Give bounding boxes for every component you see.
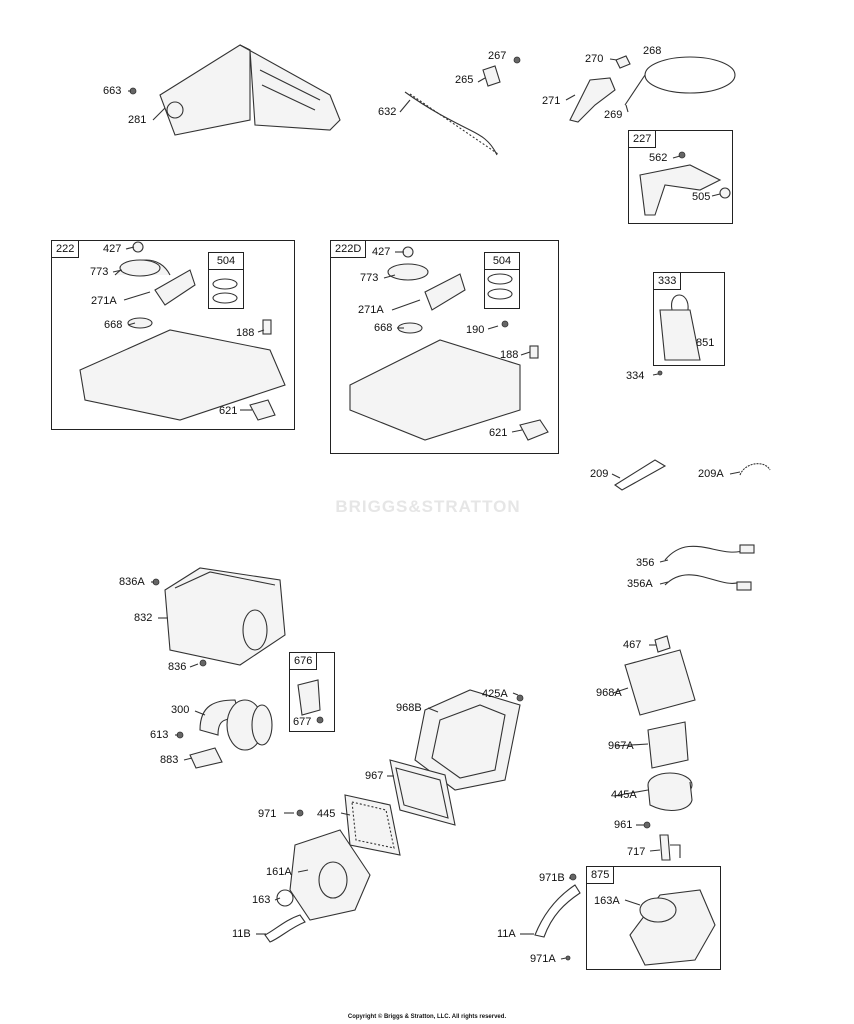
part-label: 717	[627, 846, 646, 858]
part-label: 967A	[608, 740, 634, 752]
part-label: 190	[466, 324, 485, 336]
part-label: 968B	[396, 702, 422, 714]
part-label: 163A	[594, 895, 620, 907]
group-box-676: 676	[289, 652, 335, 732]
part-label: 209A	[698, 468, 724, 480]
subgroup-box-504: 504	[484, 252, 520, 309]
subgroup-number: 504	[485, 253, 519, 270]
group-number: 222D	[331, 241, 367, 258]
part-label: 445	[317, 808, 336, 820]
subgroup-number: 504	[209, 253, 243, 270]
part-label: 267	[488, 50, 507, 62]
part-label: 663	[103, 85, 122, 97]
part-label: 467	[623, 639, 642, 651]
part-label: 773	[360, 272, 379, 284]
part-label: 773	[90, 266, 109, 278]
part-label: 836A	[119, 576, 145, 588]
part-label: 562	[649, 152, 668, 164]
part-label: 621	[219, 405, 238, 417]
watermark-logo: BRIGGS&STRATTON	[335, 497, 521, 516]
part-label: 11A	[497, 928, 516, 940]
group-number: 875	[587, 867, 615, 884]
spring-632-drawing	[404, 91, 498, 156]
part-label: 270	[585, 53, 604, 65]
group-number: 227	[629, 131, 657, 148]
part-label: 971A	[530, 953, 556, 965]
part-label: 300	[171, 704, 190, 716]
part-label: 505	[692, 191, 711, 203]
part-label: 851	[696, 337, 715, 349]
part-label: 11B	[232, 928, 251, 940]
part-label: 271A	[358, 304, 384, 316]
part-label: 668	[104, 319, 123, 331]
subgroup-box-504: 504	[208, 252, 244, 309]
group-box-227: 227	[628, 130, 733, 224]
group-box-875: 875	[586, 866, 721, 970]
group-number: 333	[654, 273, 682, 290]
part-label: 971B	[539, 872, 565, 884]
group-number: 676	[290, 653, 318, 670]
part-label: 836	[168, 661, 187, 673]
part-label: 632	[378, 106, 397, 118]
part-label: 271A	[91, 295, 117, 307]
part-label: 265	[455, 74, 474, 86]
part-label: 356A	[627, 578, 653, 590]
group-box-222d: 222D	[330, 240, 559, 454]
part-label: 613	[150, 729, 169, 741]
part-label: 163	[252, 894, 271, 906]
part-label: 188	[500, 349, 519, 361]
part-label: 161A	[266, 866, 292, 878]
part-label: 883	[160, 754, 179, 766]
group-box-222: 222	[51, 240, 295, 430]
part-label: 832	[134, 612, 153, 624]
part-label: 281	[128, 114, 147, 126]
part-label: 188	[236, 327, 255, 339]
part-label: 427	[372, 246, 391, 258]
part-label: 967	[365, 770, 384, 782]
part-label: 971	[258, 808, 277, 820]
group-box-333: 333	[653, 272, 725, 366]
part-label: 268	[643, 45, 662, 57]
part-label: 427	[103, 243, 122, 255]
part-label: 968A	[596, 687, 622, 699]
part-label: 271	[542, 95, 561, 107]
part-label: 621	[489, 427, 508, 439]
housing-832-drawing	[152, 567, 286, 667]
part-label: 668	[374, 322, 393, 334]
part-label: 334	[626, 370, 645, 382]
part-label: 961	[614, 819, 633, 831]
part-label: 209	[590, 468, 609, 480]
part-label: 677	[293, 716, 312, 728]
part-label: 269	[604, 109, 623, 121]
part-label: 425A	[482, 688, 508, 700]
group-number: 222	[52, 241, 80, 258]
part-label: 356	[636, 557, 655, 569]
bracket-281-drawing	[129, 44, 341, 136]
copyright-notice: Copyright © Briggs & Stratton, LLC. All …	[347, 1014, 507, 1020]
part-label: 445A	[611, 789, 637, 801]
